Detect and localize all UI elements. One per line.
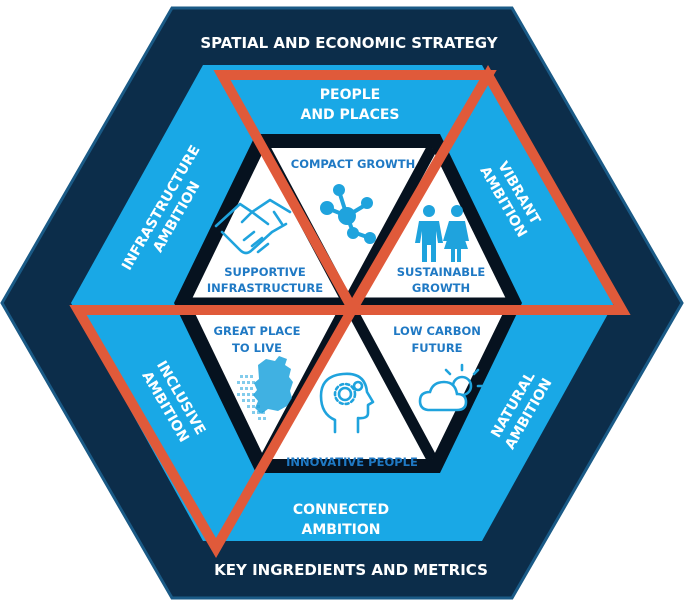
ambition-connected-l1: CONNECTED <box>293 502 389 518</box>
segment-innovative-people: INNOVATIVE PEOPLE <box>286 455 418 469</box>
people-icon <box>415 205 469 262</box>
segment-great-place-l1: GREAT PLACE <box>214 324 301 338</box>
sun-cloud-icon <box>418 363 485 412</box>
outer-bottom-label: KEY INGREDIENTS AND METRICS <box>214 561 488 579</box>
ireland-map-icon <box>237 356 293 420</box>
segment-sustainable-l1: SUSTAINABLE <box>397 265 486 279</box>
orange-triangles <box>69 64 631 559</box>
segment-great-place-l2: TO LIVE <box>232 341 282 355</box>
orange-triangle-left <box>69 305 361 559</box>
ambition-people-places-l2: AND PLACES <box>301 107 400 123</box>
segment-supportive-l2: INFRASTRUCTURE <box>207 281 323 295</box>
segment-compact-growth: COMPACT GROWTH <box>291 157 415 171</box>
ambition-connected-l2: AMBITION <box>301 522 380 538</box>
segment-sustainable-l2: GROWTH <box>412 281 470 295</box>
ambition-people-places-l1: PEOPLE <box>320 87 380 103</box>
handshake-icon <box>214 198 292 255</box>
network-nodes-icon <box>320 184 376 244</box>
segment-supportive-l1: SUPPORTIVE <box>224 265 306 279</box>
segment-low-carbon-l2: FUTURE <box>411 341 462 355</box>
orange-triangle-up <box>343 64 631 315</box>
segment-low-carbon-l1: LOW CARBON <box>393 324 481 338</box>
head-gears-icon <box>319 372 375 434</box>
outer-top-label: SPATIAL AND ECONOMIC STRATEGY <box>200 34 498 52</box>
